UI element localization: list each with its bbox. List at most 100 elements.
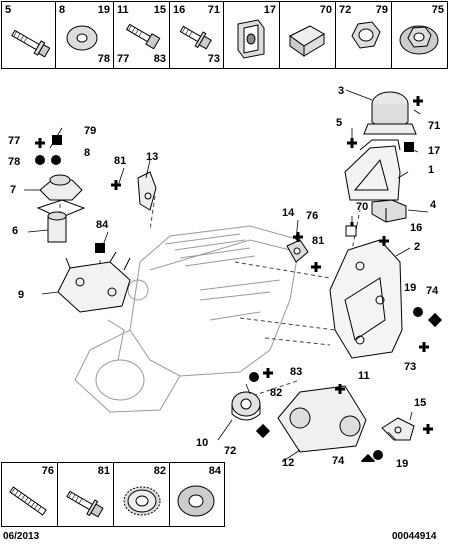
legend-label: 77	[117, 53, 130, 65]
part-14-clip	[286, 239, 309, 263]
callout-13: 13	[146, 151, 159, 163]
callout-4: 4	[430, 199, 437, 211]
legend-cell-76: 76	[2, 463, 58, 526]
callout-10: 10	[196, 437, 209, 449]
stud-icon	[9, 486, 47, 516]
legend-cell-5: 5	[2, 2, 56, 68]
washer-icon	[177, 485, 215, 517]
callout-74b: 74	[332, 455, 345, 467]
callout-74a: 74	[426, 285, 439, 297]
callout-5: 5	[336, 117, 343, 129]
flange-nut-icon	[399, 25, 439, 55]
legend-label: 73	[207, 53, 220, 65]
legend-cell-8: 8 19 78	[56, 2, 114, 68]
fastener-symbols	[35, 135, 443, 462]
bolt-icon	[66, 490, 104, 518]
callout-7: 7	[10, 184, 17, 196]
legend-label: 5	[5, 4, 12, 16]
square-84-icon	[95, 243, 105, 253]
legend-cell-17: 17	[224, 2, 280, 68]
legend-label: 8	[59, 4, 66, 16]
legend-cell-75: 75	[392, 2, 447, 68]
washer-icon	[66, 25, 98, 51]
square-72-icon	[255, 423, 271, 439]
part-6-spacer	[47, 211, 67, 243]
legend-label: 75	[431, 4, 444, 16]
part-12-torque-rod	[277, 385, 367, 453]
legend-cell-70: 70	[280, 2, 336, 68]
parts-legend-bottom: 76 81 82 84	[1, 462, 225, 527]
callout-71: 71	[428, 120, 441, 132]
circle-82-icon	[249, 372, 259, 382]
gearbox-housing	[74, 225, 301, 413]
square-74b-icon	[360, 453, 376, 462]
legend-label: 76	[41, 465, 54, 477]
square-74-icon	[427, 312, 443, 328]
part-10-bush	[231, 391, 261, 421]
legend-label: 72	[339, 4, 352, 16]
clip-nut-icon	[237, 19, 265, 59]
callout-8: 8	[84, 147, 91, 159]
callout-19b: 19	[396, 458, 409, 470]
legend-cell-81: 81	[58, 463, 114, 526]
part-4-bush	[371, 199, 407, 223]
legend-cell-84: 84	[170, 463, 224, 526]
legend-label: 82	[153, 465, 166, 477]
callout-77: 77	[8, 135, 21, 147]
callout-9: 9	[18, 289, 25, 301]
legend-label: 70	[319, 4, 332, 16]
footer-reference: 00044914	[392, 531, 437, 542]
legend-label: 78	[97, 53, 110, 65]
callout-12: 12	[282, 457, 295, 469]
circle-19b-icon	[373, 450, 383, 460]
legend-label: 71	[207, 4, 220, 16]
part-7-mount	[36, 174, 86, 219]
circle-78-icon	[35, 155, 45, 165]
callout-76: 76	[306, 210, 319, 222]
callout-16: 16	[410, 222, 423, 234]
part-15-bracket	[381, 417, 415, 441]
engine-mount-exploded-diagram	[24, 89, 443, 462]
parts-legend-top: 5 8 19 78 11 15 77 83	[1, 1, 448, 69]
callout-70: 70	[356, 201, 369, 213]
callout-1: 1	[428, 164, 435, 176]
circle-19-icon	[413, 307, 423, 317]
callout-6: 6	[12, 225, 19, 237]
callout-19a: 19	[404, 282, 417, 294]
callout-72: 72	[224, 445, 237, 457]
callout-82: 82	[270, 387, 283, 399]
legend-label: 83	[153, 53, 166, 65]
legend-label: 11	[117, 4, 129, 16]
flange-bolt-icon	[179, 25, 212, 50]
callout-78: 78	[8, 156, 21, 168]
legend-label: 79	[375, 4, 388, 16]
callout-81b: 81	[312, 235, 325, 247]
leader-lines	[24, 89, 429, 462]
legend-cell-82: 82	[114, 463, 170, 526]
part-9-bracket	[57, 251, 131, 313]
callout-83: 83	[290, 366, 303, 378]
callout-73: 73	[404, 361, 417, 373]
square-79-icon	[52, 135, 62, 145]
part-13-bracket	[137, 171, 157, 211]
footer-date: 06/2013	[3, 531, 40, 542]
legend-label: 17	[263, 4, 276, 16]
legend-label: 84	[208, 465, 221, 477]
legend-label: 15	[153, 4, 166, 16]
callout-2: 2	[414, 241, 421, 253]
part-3-mount	[363, 91, 417, 135]
square-17-icon	[404, 142, 414, 152]
legend-label: 19	[97, 4, 110, 16]
legend-cell-72: 72 79	[336, 2, 392, 68]
circle-8-icon	[51, 155, 61, 165]
callout-81a: 81	[114, 155, 127, 167]
hex-nut-icon	[351, 21, 381, 49]
legend-label: 16	[173, 4, 186, 16]
bushing-icon	[289, 25, 325, 57]
serrated-washer-icon	[123, 486, 161, 516]
bolt-icon	[125, 23, 161, 50]
callout-11: 11	[358, 370, 370, 382]
bolt-icon	[11, 29, 51, 58]
callout-79: 79	[84, 125, 97, 137]
legend-label: 81	[97, 465, 110, 477]
